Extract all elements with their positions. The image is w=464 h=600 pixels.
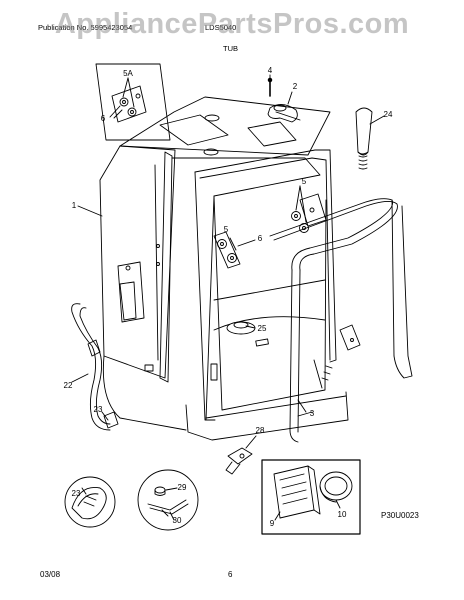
publication-number: Publication No. 5995423054: [38, 23, 133, 32]
callout-30: 30: [173, 516, 182, 525]
top-bracket-2: [267, 74, 301, 123]
footer-date: 03/08: [40, 570, 61, 579]
callout-3: 3: [310, 409, 315, 418]
callout-29: 29: [178, 483, 187, 492]
part-24-hose-end: [355, 107, 385, 170]
inset-box-9-10: [261, 459, 361, 535]
section-title: TUB: [223, 44, 238, 53]
tub-body: [99, 96, 331, 431]
callout-2: 2: [293, 82, 298, 91]
bracket-5-6: [213, 185, 327, 269]
callout-9: 9: [270, 519, 275, 528]
model-number: LDS5040: [205, 23, 237, 32]
leader-lines: [77, 109, 307, 495]
callout-28: 28: [256, 426, 265, 435]
footer-page-number: 6: [228, 570, 233, 579]
callout-1: 1: [72, 201, 77, 210]
callout-23: 23: [94, 405, 103, 414]
callout-10: 10: [338, 510, 347, 519]
inset-circle-29-30: [137, 469, 199, 531]
inset-circle-23: [64, 476, 116, 528]
callout-4: 4: [268, 66, 273, 75]
callout-22: 22: [64, 381, 73, 390]
part-28-clip: [225, 435, 257, 475]
front-frame: [185, 149, 361, 441]
callout-6-frame: 6: [258, 234, 263, 243]
callout-23-inset: 23: [72, 489, 81, 498]
callout-5: 5: [302, 177, 307, 186]
callout-5-frame: 5: [224, 225, 229, 234]
callout-5a: 5A: [123, 69, 133, 78]
diagram-code: P30U0023: [381, 511, 419, 520]
callout-6-inset: 6: [101, 114, 106, 123]
callout-25: 25: [258, 324, 267, 333]
callout-24: 24: [384, 110, 393, 119]
watermark: AppliancePartsPros.com: [54, 8, 410, 40]
door-seal-3: [269, 198, 413, 443]
inset-box-5a: [95, 63, 171, 141]
hose-22: [71, 303, 119, 431]
